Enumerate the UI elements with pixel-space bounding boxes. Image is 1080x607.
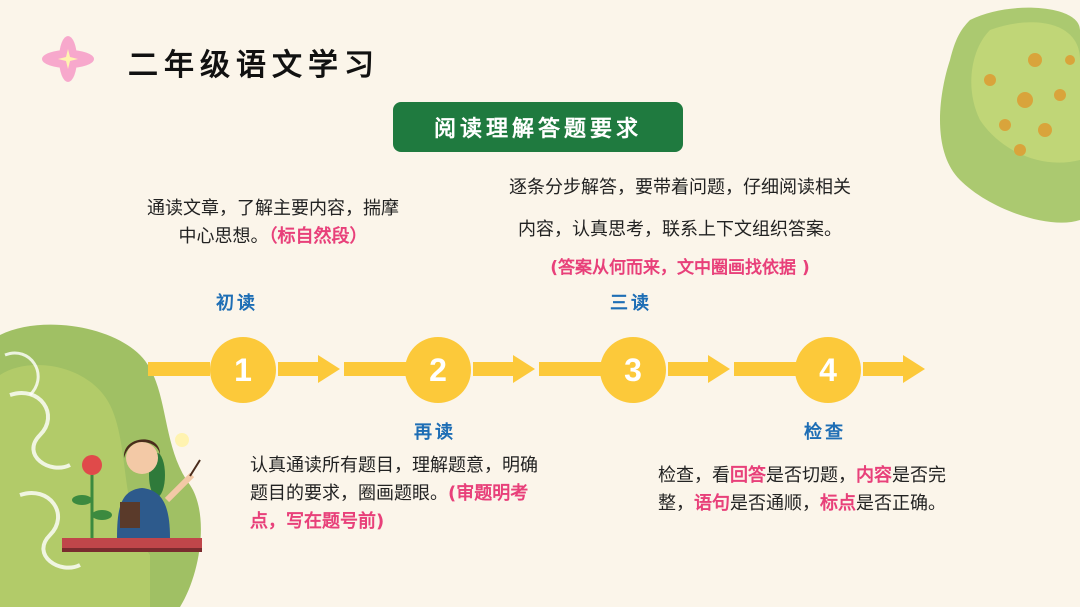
timeline-segment — [668, 362, 710, 376]
step-4-part: 是否切题， — [766, 465, 856, 486]
arrow-right-icon — [513, 355, 535, 383]
step-3-text-line1: 逐条分步解答，要带着问题，仔细阅读相关 — [455, 174, 905, 202]
sparkle-icon — [40, 34, 96, 84]
step-4-part: 是否通顺， — [730, 493, 820, 514]
arrow-right-icon — [318, 355, 340, 383]
step-2-note: (审题明考 — [448, 483, 528, 504]
step-1-text2: 中心思想。 — [179, 226, 269, 247]
step-4-circle: 4 — [795, 337, 861, 403]
timeline-segment — [344, 362, 406, 376]
step-2-text-line2: 题目的要求，圈画题眼。(审题明考 — [250, 480, 620, 508]
step-1-text-line2: 中心思想。（标自然段） — [108, 223, 438, 251]
step-4-highlight: 回答 — [730, 465, 766, 486]
timeline-segment — [734, 362, 796, 376]
page-title: 二年级语文学习 — [128, 40, 380, 84]
step-2-label: 再读 — [414, 418, 456, 444]
step-4-part: 是否正确。 — [856, 493, 946, 514]
arrow-right-icon — [903, 355, 925, 383]
arrow-right-icon — [708, 355, 730, 383]
step-4-highlight: 语句 — [694, 493, 730, 514]
timeline-segment — [148, 362, 210, 376]
watercolor-top-right — [930, 0, 1080, 230]
step-1-text-line1: 通读文章，了解主要内容，揣摩 — [108, 195, 438, 223]
timeline-segment — [539, 362, 601, 376]
step-4-description: 检查，看回答是否切题，内容是否完整，语句是否通顺，标点是否正确。 — [658, 462, 1028, 518]
step-1-note: （标自然段） — [269, 226, 368, 247]
step-3-circle: 3 — [600, 337, 666, 403]
step-3-description: 逐条分步解答，要带着问题，仔细阅读相关 内容，认真思考，联系上下文组织答案。 (… — [455, 174, 905, 282]
timeline-segment — [278, 362, 320, 376]
step-2-text-line1: 认真通读所有题目，理解题意，明确 — [250, 452, 620, 480]
step-2-note2: 点，写在题号前) — [250, 508, 620, 536]
step-2-circle: 2 — [405, 337, 471, 403]
requirements-badge: 阅读理解答题要求 — [393, 102, 683, 152]
step-3-note: (答案从何而来，文中圈画找依据 ) — [455, 254, 905, 282]
step-2-description: 认真通读所有题目，理解题意，明确 题目的要求，圈画题眼。(审题明考 点，写在题号… — [250, 452, 620, 536]
timeline-segment — [473, 362, 515, 376]
step-1-circle: 1 — [210, 337, 276, 403]
step-4-highlight: 标点 — [820, 493, 856, 514]
step-2-text2: 题目的要求，圈画题眼。 — [250, 483, 448, 504]
timeline-segment — [863, 362, 905, 376]
step-1-label: 初读 — [216, 289, 258, 315]
step-1-description: 通读文章，了解主要内容，揣摩 中心思想。（标自然段） — [108, 195, 438, 251]
step-4-part: 整， — [658, 493, 694, 514]
step-4-highlight: 内容 — [856, 465, 892, 486]
step-4-label: 检查 — [804, 418, 846, 444]
step-4-part: 检查，看 — [658, 465, 730, 486]
step-3-text-line2: 内容，认真思考，联系上下文组织答案。 — [455, 216, 905, 244]
step-3-label: 三读 — [610, 289, 652, 315]
step-4-part: 是否完 — [892, 465, 946, 486]
teacher-illustration — [62, 420, 202, 555]
